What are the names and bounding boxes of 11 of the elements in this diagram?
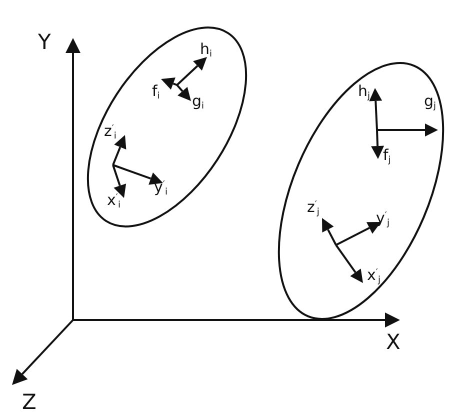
axis-label: g$_{i}$ <box>192 94 204 112</box>
ellipse-outline <box>86 26 248 228</box>
axis-label: f$_{i}$ <box>152 84 160 102</box>
axis-label: X <box>386 332 400 353</box>
axis-label: h$_{j}$ <box>358 84 370 102</box>
axis-label: g$_{j}$ <box>424 94 436 112</box>
axis-label: Y <box>38 32 51 53</box>
axis-label: Z <box>22 392 36 413</box>
axis-label: h$_{i}$ <box>200 42 212 60</box>
axis-label: f$_{j}$ <box>383 148 391 166</box>
ellipse-outline <box>278 62 444 320</box>
